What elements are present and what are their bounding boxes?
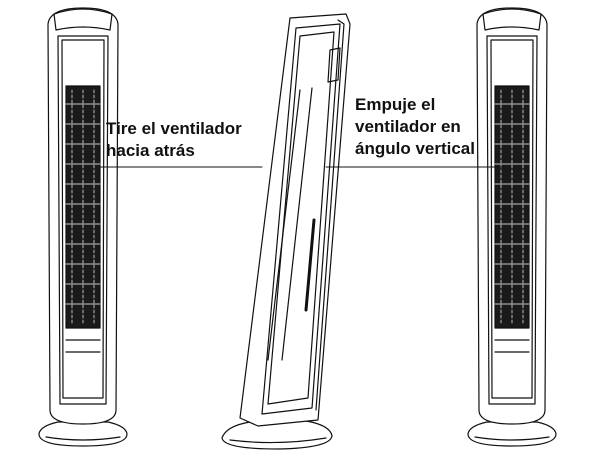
fan-upright-left-icon	[38, 7, 128, 447]
fan-base	[38, 421, 128, 447]
fan-body	[239, 13, 351, 427]
instruction-pull-back: Tire el ventilador hacia atrás	[106, 118, 242, 162]
instruction-pull-back-line-2: hacia atrás	[106, 141, 195, 160]
instruction-push-angle-line-3: ángulo vertical	[355, 139, 475, 158]
fan-top-panel	[53, 8, 113, 31]
instruction-push-angle-line-2: ventilador en	[355, 117, 461, 136]
fan-tilted-center-icon	[221, 13, 351, 450]
fan-top-panel	[482, 8, 542, 31]
instruction-push-angle-line-1: Empuje el	[355, 95, 436, 114]
instruction-push-angle: Empuje el ventilador en ángulo vertical	[355, 94, 475, 160]
fan-upright-right-icon	[467, 7, 557, 447]
instruction-pull-back-line-1: Tire el ventilador	[106, 119, 242, 138]
fan-base	[467, 421, 557, 447]
